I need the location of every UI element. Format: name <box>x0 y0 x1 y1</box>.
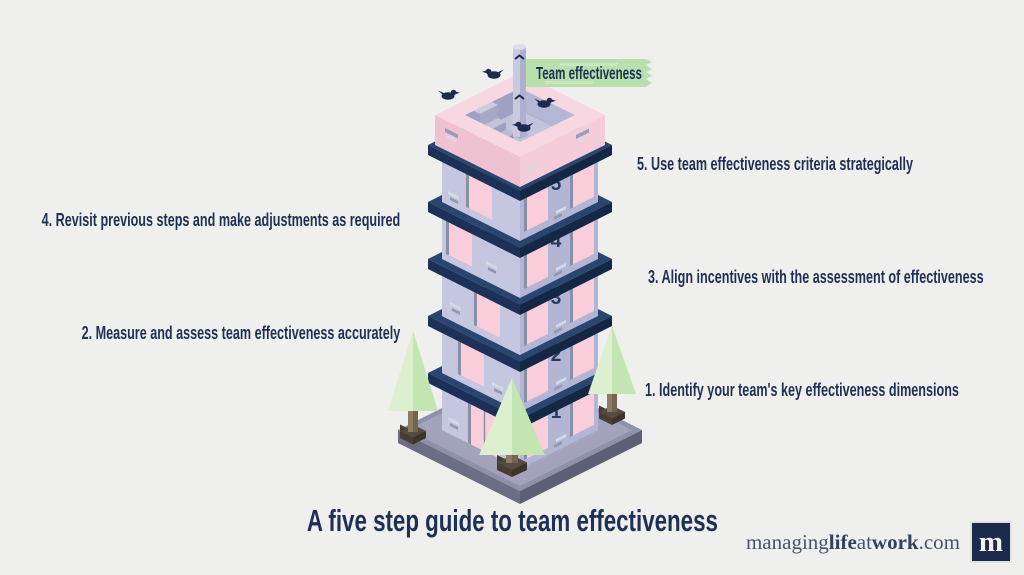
step-label-2: 2. Measure and assess team effectiveness… <box>81 323 400 343</box>
step-label-3: 3. Align incentives with the assessment … <box>648 267 984 287</box>
step-label-4: 4. Revisit previous steps and make adjus… <box>41 210 400 230</box>
floor-3-windows <box>524 275 594 346</box>
floor-5-number: 5 <box>551 174 562 195</box>
step-label-5: 5. Use team effectiveness criteria strat… <box>637 154 913 174</box>
floor-2: 2 <box>442 326 598 412</box>
floor-3-window-left <box>450 289 500 338</box>
brand-logo: m <box>970 521 1012 563</box>
floor-2-number: 2 <box>551 345 562 366</box>
tree-left <box>388 331 438 445</box>
flag-label: Team effectiveness <box>536 63 642 83</box>
roof-parapet <box>435 73 605 187</box>
floor-3-number: 3 <box>551 288 562 309</box>
tree-front <box>479 378 545 477</box>
bird-icon <box>438 89 460 100</box>
brand-wordmark: managinglifeatwork.com <box>745 529 960 554</box>
floor-5-windows <box>524 161 594 232</box>
floor-4-number: 4 <box>551 231 562 252</box>
step-label-1: 1. Identify your team's key effectivenes… <box>645 380 959 400</box>
page-title: A five step guide to team effectiveness <box>306 503 718 538</box>
flag-banner <box>526 59 652 87</box>
flag: Team effectiveness <box>511 44 652 139</box>
floor-3: 3 <box>442 269 598 355</box>
parapet-vents <box>445 128 589 173</box>
flag-pole <box>513 47 520 137</box>
brand-footer: managinglifeatwork.com m <box>746 521 1012 563</box>
floor-1-number: 1 <box>551 402 562 423</box>
tree-right <box>588 326 636 425</box>
floor-5: 5 <box>442 155 598 241</box>
bird-icon <box>482 68 504 79</box>
